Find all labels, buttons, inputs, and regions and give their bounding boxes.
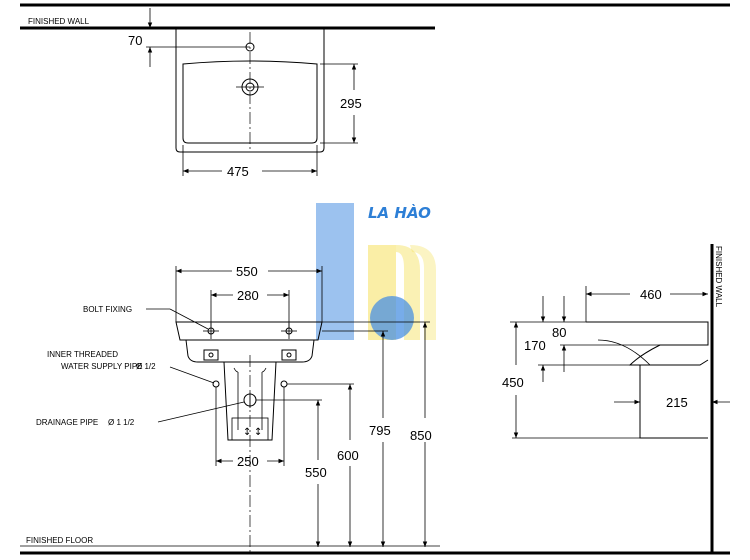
logo-yellow-arc-2 (410, 245, 436, 340)
bolt-leader-2 (169, 308, 209, 330)
dim-280: 280 (237, 288, 259, 303)
front-bracket-right (281, 349, 297, 361)
drain-leader (157, 401, 245, 423)
front-bracket-left (203, 349, 219, 361)
front-supply-left (212, 380, 220, 388)
dim-550-height: 550 (305, 465, 327, 480)
supply-size-label: Ø 1/2 (136, 362, 156, 371)
dim-170: 170 (524, 338, 546, 353)
front-supply-right (280, 380, 288, 388)
logo-text: LA HÀO (368, 203, 431, 222)
dim-450: 450 (502, 375, 524, 390)
bolt-fixing-label: BOLT FIXING (83, 305, 132, 314)
dim-215: 215 (666, 395, 688, 410)
plan-finished-wall-label: FINISHED WALL (28, 17, 90, 26)
drainage-pipe-label: DRAINAGE PIPE (36, 418, 98, 427)
dim-80: 80 (552, 325, 566, 340)
front-foot-arrows-left: ↕ (243, 427, 251, 438)
front-basin-rim (175, 321, 323, 341)
front-pedestal-detail (233, 367, 267, 373)
dim-295: 295 (340, 96, 362, 111)
plan-view: FINISHED WALL 70 295 475 (20, 8, 435, 179)
plan-bowl-outline (182, 60, 318, 144)
side-elevation: FINISHED WALL 460 80 170 450 215 (502, 244, 730, 552)
logo-blue-circle (370, 296, 414, 340)
front-bracket-right-hole (286, 352, 292, 358)
dim-850: 850 (410, 428, 432, 443)
side-basin-profile (586, 321, 709, 366)
dim-460: 460 (640, 287, 662, 302)
dim-600: 600 (337, 448, 359, 463)
dim-475: 475 (227, 164, 249, 179)
side-finished-wall-label: FINISHED WALL (714, 246, 723, 308)
brand-logo: LA HÀO (316, 203, 436, 340)
front-elevation: ↕ ↕ 550 280 250 (20, 264, 440, 552)
finished-floor-label: FINISHED FLOOR (26, 536, 93, 545)
inner-threaded-label: INNER THREADED (47, 350, 118, 359)
logo-yellow-arc-1 (396, 245, 420, 340)
front-foot-arrows-right: ↕ (254, 427, 262, 438)
supply-leader (169, 366, 215, 384)
dim-70: 70 (128, 33, 142, 48)
dim-550-width: 550 (236, 264, 258, 279)
side-bowl-curve (597, 339, 651, 366)
front-bracket-left-hole (208, 352, 214, 358)
plan-basin-outline (175, 28, 325, 153)
dim-795: 795 (369, 423, 391, 438)
drainage-size-label: Ø 1 1/2 (108, 418, 135, 427)
dim-250: 250 (237, 454, 259, 469)
water-supply-label: WATER SUPPLY PIPE (61, 362, 143, 371)
